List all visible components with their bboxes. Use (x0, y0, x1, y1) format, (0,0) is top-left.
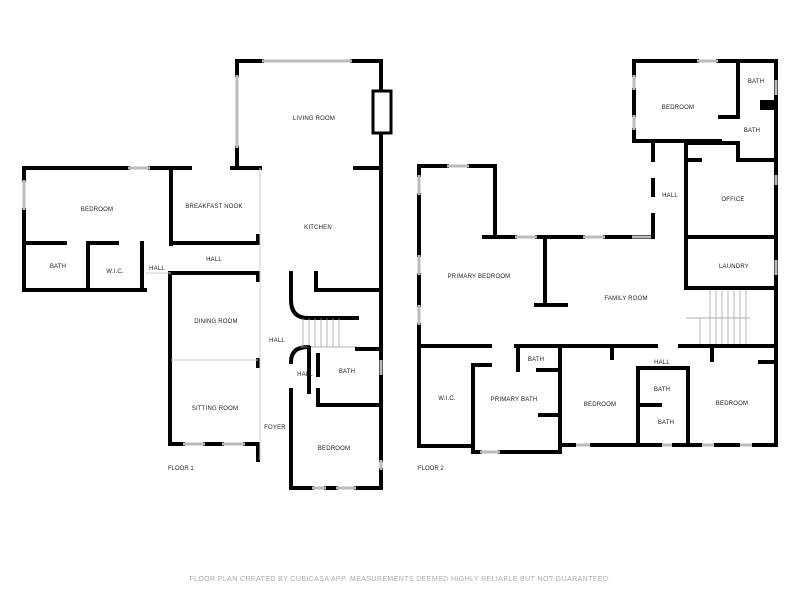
floor1-label: FLOOR 1 (168, 466, 194, 472)
room-primary-bedroom: PRIMARY BEDROOM (448, 274, 511, 280)
room-bedroom: BEDROOM (318, 446, 350, 452)
room-bath: BATH (654, 387, 670, 393)
room-bath: BATH (744, 128, 760, 134)
room-foyer: FOYER (264, 425, 286, 431)
fireplace-icon (371, 89, 393, 135)
room-hall: HALL (149, 266, 165, 272)
room-family-room: FAMILY ROOM (604, 296, 647, 302)
stairs-icon-f2 (686, 290, 750, 345)
floor1-labels: LIVING ROOM BEDROOM BREAKFAST NOOK KITCH… (50, 116, 355, 472)
chimney-block (760, 100, 776, 110)
room-bedroom: BEDROOM (584, 402, 616, 408)
footer-disclaimer: FLOOR PLAN CREATED BY CUBICASA APP. MEAS… (189, 576, 610, 583)
room-sitting-room: SITTING ROOM (192, 406, 238, 412)
room-living-room: LIVING ROOM (293, 116, 335, 122)
room-breakfast-nook: BREAKFAST NOOK (185, 204, 242, 210)
floor2-labels: BEDROOM BATH BATH HALL OFFICE PRIMARY BE… (418, 79, 764, 472)
room-bedroom: BEDROOM (662, 105, 694, 111)
stairs-icon (300, 318, 357, 348)
room-office: OFFICE (721, 197, 744, 203)
room-bath: BATH (339, 369, 355, 375)
room-bedroom: BEDROOM (716, 401, 748, 407)
room-hall: HALL (269, 338, 285, 344)
floor2-walls (417, 59, 778, 454)
room-primary-bath: PRIMARY BATH (491, 397, 538, 403)
room-wic: W.I.C. (438, 396, 456, 402)
room-bath: BATH (528, 357, 544, 363)
room-hall: HALL (297, 372, 313, 378)
room-hall: HALL (654, 360, 670, 366)
room-laundry: LAUNDRY (719, 264, 749, 270)
room-kitchen: KITCHEN (304, 225, 332, 231)
room-bath: BATH (50, 264, 66, 270)
room-wic: W.I.C. (106, 269, 124, 275)
room-hall: HALL (662, 193, 678, 199)
floor1-walls (22, 59, 393, 490)
room-bedroom: BEDROOM (81, 207, 113, 213)
room-bath: BATH (658, 420, 674, 426)
room-hall: HALL (206, 257, 222, 263)
room-dining-room: DINING ROOM (194, 319, 238, 325)
floor2-label: FLOOR 2 (418, 466, 444, 472)
room-bath: BATH (748, 79, 764, 85)
